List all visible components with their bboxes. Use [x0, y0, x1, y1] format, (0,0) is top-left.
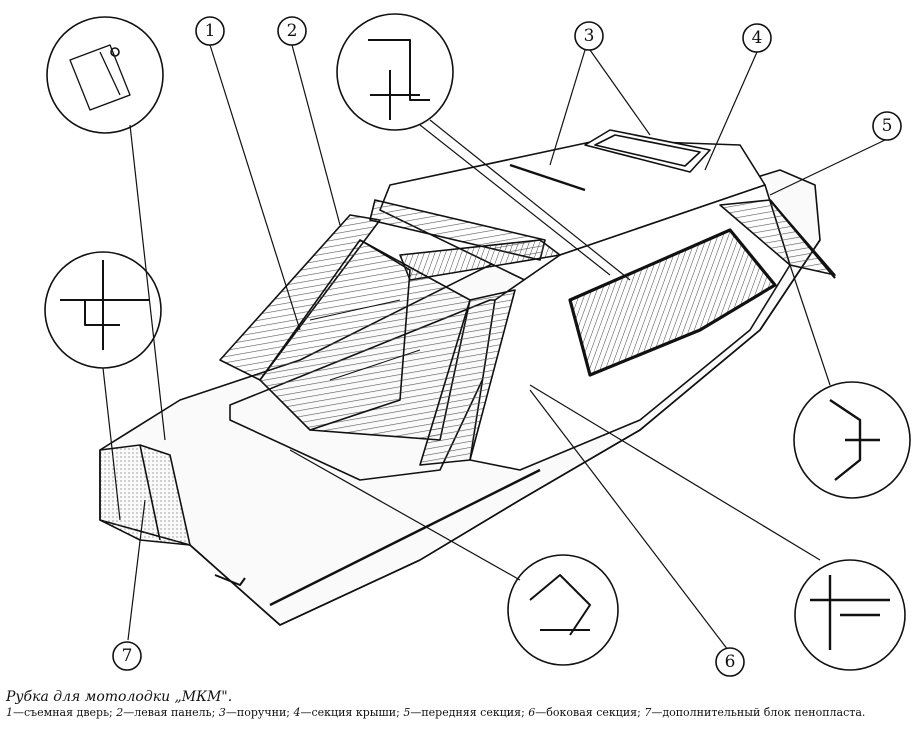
leader-c4: [704, 51, 758, 171]
detail-circle-top-left: [46, 16, 164, 134]
callout-7: 7: [112, 641, 142, 671]
callout-6: 6: [715, 647, 745, 677]
leader-c6: [529, 389, 729, 651]
leader-c7: [127, 499, 146, 641]
legend-item: 6—боковая секция;: [528, 706, 641, 719]
detail-circle-top: [336, 13, 454, 131]
svg-text:4: 4: [752, 28, 763, 48]
leader-c3b: [589, 49, 651, 136]
legend-item: 1—съемная дверь;: [6, 706, 113, 719]
callout-5: 5: [872, 111, 902, 141]
svg-text:3: 3: [584, 26, 595, 46]
hull-side: [189, 239, 821, 626]
legend-item: 2—левая панель;: [116, 706, 216, 719]
svg-text:1: 1: [205, 21, 216, 41]
legend-item: 5—передняя секция;: [403, 706, 525, 719]
caption-title: Рубка для мотолодки „МКМ".: [6, 689, 233, 705]
leader-c3a: [549, 49, 586, 166]
leader-c1: [209, 44, 301, 331]
svg-text:5: 5: [882, 116, 893, 136]
svg-text:7: 7: [122, 646, 133, 666]
leader-c5: [769, 139, 886, 196]
caption-legend: 1—съемная дверь; 2—левая панель; 3—поруч…: [6, 706, 911, 719]
svg-text:6: 6: [725, 652, 736, 672]
callout-2: 2: [277, 16, 307, 46]
leader-c2: [291, 44, 341, 226]
legend-item: 7—дополнительный блок пенопласта.: [644, 706, 866, 719]
figure-caption: Рубка для мотолодки „МКМ". 1—съемная две…: [6, 688, 911, 719]
detail-circle-bottom-mid: [507, 554, 619, 666]
legend-item: 3—поручни;: [218, 706, 290, 719]
handrail-roof: [509, 163, 586, 192]
callout-1: 1: [195, 16, 225, 46]
callout-3: 3: [574, 21, 604, 51]
legend-item: 4—секция крыши;: [293, 706, 400, 719]
callout-4: 4: [742, 23, 772, 53]
side-window: [568, 228, 777, 377]
front-section: [719, 199, 836, 276]
boat-cabin-illustration: 1 2 3 4 5 6 7: [44, 13, 911, 677]
svg-text:2: 2: [287, 21, 298, 41]
